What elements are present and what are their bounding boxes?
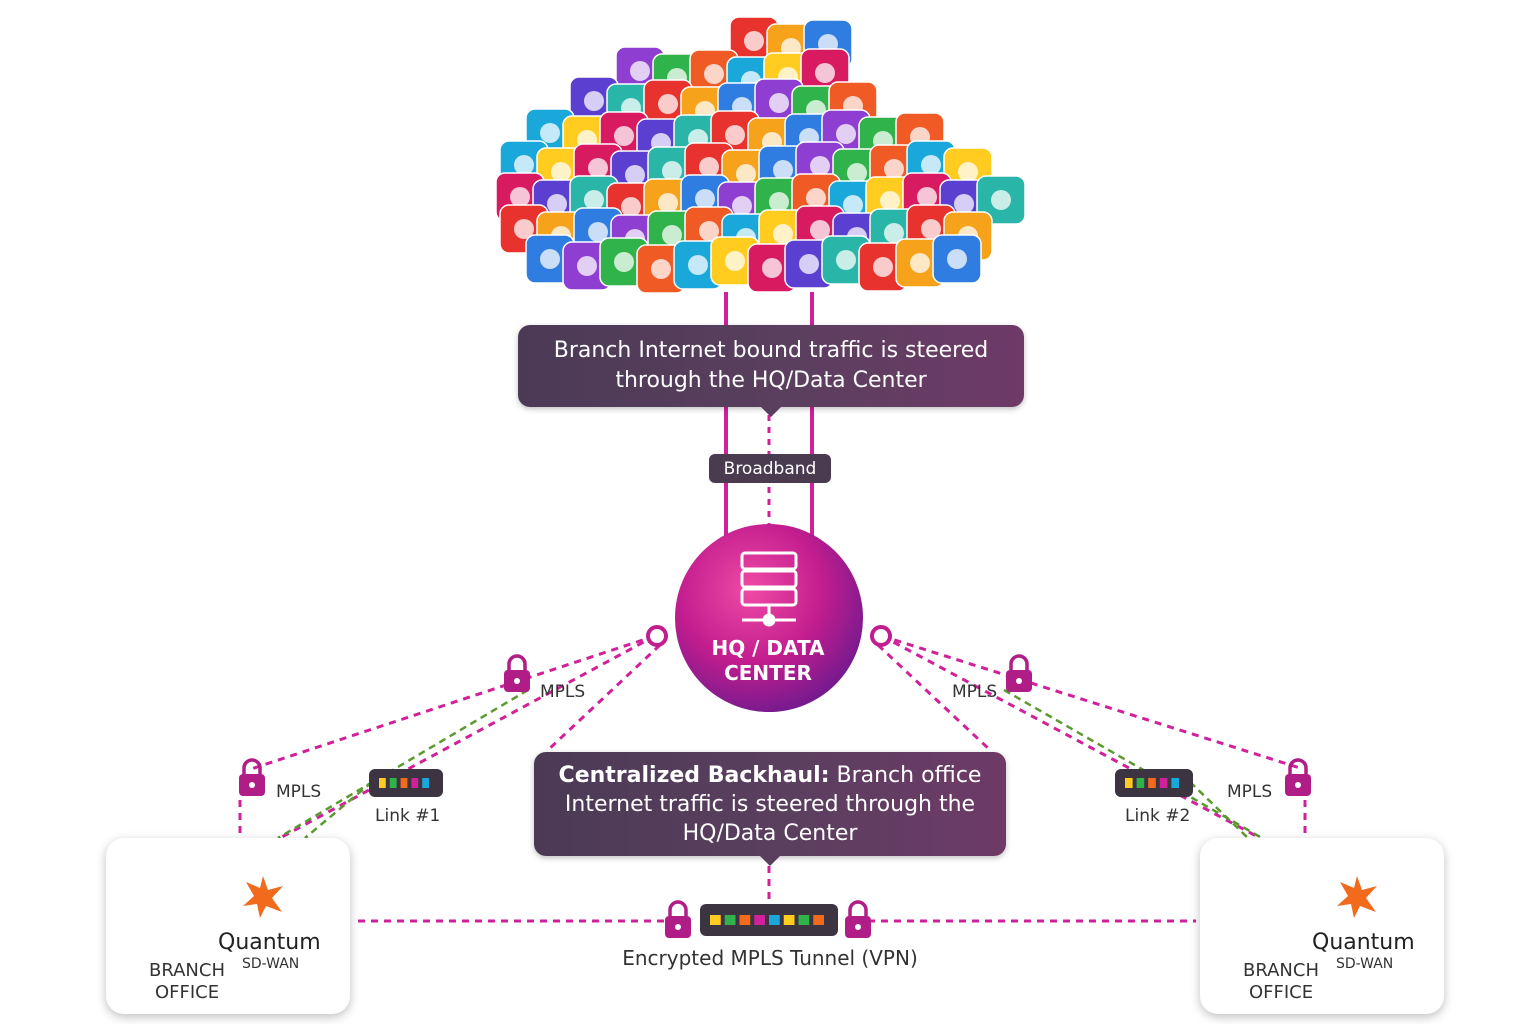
- app-icon: [673, 240, 723, 290]
- lock-icon: [504, 654, 530, 692]
- callout-centralized-backhaul: Centralized Backhaul: Branch office Inte…: [534, 752, 1006, 866]
- server-rack-icon: [740, 551, 798, 627]
- branch-line1: BRANCH: [148, 960, 225, 981]
- routers: [369, 769, 1193, 936]
- callout-mid-line2: Internet traffic is steered through the: [564, 791, 976, 817]
- hq-data-center: [646, 524, 892, 712]
- branch-office-left: Quantum SD-WAN BRANCH OFFICE: [106, 838, 350, 1014]
- app-icon: [932, 234, 982, 284]
- branch-line2: OFFICE: [154, 982, 220, 1003]
- sdwan-label: SD-WAN: [242, 956, 300, 972]
- app-cloud: [495, 16, 1026, 294]
- hq-label-line2: CENTER: [724, 661, 812, 685]
- app-icon: [562, 241, 612, 291]
- locks: [239, 654, 1311, 938]
- callout-mid-rest1: Branch office: [829, 762, 982, 788]
- mpls-label-right-upper: MPLS: [952, 682, 998, 702]
- app-icon: [599, 237, 649, 287]
- hq-label-line1: HQ / DATA: [711, 636, 825, 660]
- link1-label: Link #1: [375, 806, 441, 826]
- branch-office-text: BRANCH OFFICE: [132, 960, 242, 1004]
- app-icon: [784, 239, 834, 289]
- lock-icon: [665, 900, 691, 938]
- app-icon: [976, 175, 1026, 225]
- branch-line2: OFFICE: [1248, 982, 1314, 1003]
- app-icon: [895, 238, 945, 288]
- branch-line1: BRANCH: [1242, 960, 1319, 981]
- lock-icon: [845, 900, 871, 938]
- callout-mid-line1: Centralized Backhaul: Branch office: [534, 761, 1006, 790]
- link2-label: Link #2: [1125, 806, 1191, 826]
- quantum-star-icon: [1337, 876, 1377, 918]
- router-icon: [700, 904, 838, 936]
- callout-top-line2: through the HQ/Data Center: [615, 368, 927, 393]
- branch-office-right: Quantum SD-WAN BRANCH OFFICE: [1200, 838, 1444, 1014]
- quantum-label: Quantum: [1312, 930, 1415, 955]
- sdwan-label: SD-WAN: [1336, 956, 1394, 972]
- callout-internet-traffic: Branch Internet bound traffic is steered…: [518, 325, 1024, 417]
- mpls-label-right-lower: MPLS: [1227, 782, 1273, 802]
- callout-mid-line3: HQ/Data Center: [682, 820, 858, 846]
- mpls-label-left-lower: MPLS: [276, 782, 322, 802]
- app-icon: [821, 235, 871, 285]
- quantum-label: Quantum: [218, 930, 321, 955]
- tunnel-label: Encrypted MPLS Tunnel (VPN): [622, 946, 918, 970]
- lock-icon: [1006, 654, 1032, 692]
- hq-label: HQ / DATA CENTER: [676, 636, 860, 686]
- branch-office-text: BRANCH OFFICE: [1226, 960, 1336, 1004]
- quantum-star-icon: [243, 876, 283, 918]
- callout-top-line1: Branch Internet bound traffic is steered: [553, 338, 989, 363]
- router-icon: [1115, 769, 1193, 797]
- mpls-links: [238, 634, 1307, 923]
- lock-icon: [1285, 758, 1311, 796]
- link-green-lines: [277, 688, 1263, 840]
- router-icon: [369, 769, 443, 797]
- broadband-label: Broadband: [709, 454, 831, 483]
- mpls-label-left-upper: MPLS: [540, 682, 586, 702]
- callout-mid-bold: Centralized Backhaul:: [558, 762, 830, 788]
- lock-icon: [239, 758, 265, 796]
- app-icon: [747, 243, 797, 293]
